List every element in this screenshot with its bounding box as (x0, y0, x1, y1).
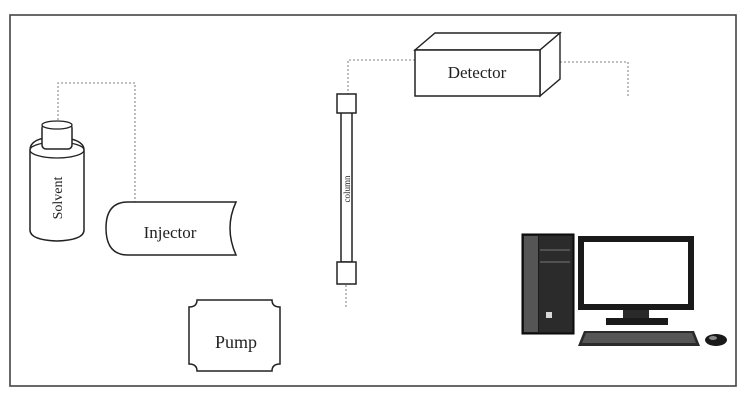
connection-lines (57, 59, 629, 308)
injector-label: Injector (144, 223, 197, 242)
diagram-frame (9, 14, 737, 387)
column-top-fitting (336, 93, 357, 114)
column-label: column (342, 175, 352, 202)
mouse-icon (705, 334, 727, 346)
injector: Injector (105, 201, 238, 256)
column-bottom-fitting (336, 261, 357, 285)
keyboard-icon (578, 331, 700, 346)
solvent-label: Solvent (51, 177, 66, 220)
pump: Pump (188, 299, 281, 372)
column-top-to-detector-line (347, 59, 418, 95)
computer (521, 233, 727, 346)
detector: Detector (413, 31, 562, 98)
column: column (336, 93, 357, 285)
monitor-icon (578, 236, 694, 325)
solvent-bottle: Solvent (29, 120, 85, 242)
pump-label: Pump (215, 332, 257, 352)
detector-to-computer-line (560, 61, 629, 98)
computer-tower-icon (521, 233, 575, 335)
detector-label: Detector (448, 63, 507, 82)
